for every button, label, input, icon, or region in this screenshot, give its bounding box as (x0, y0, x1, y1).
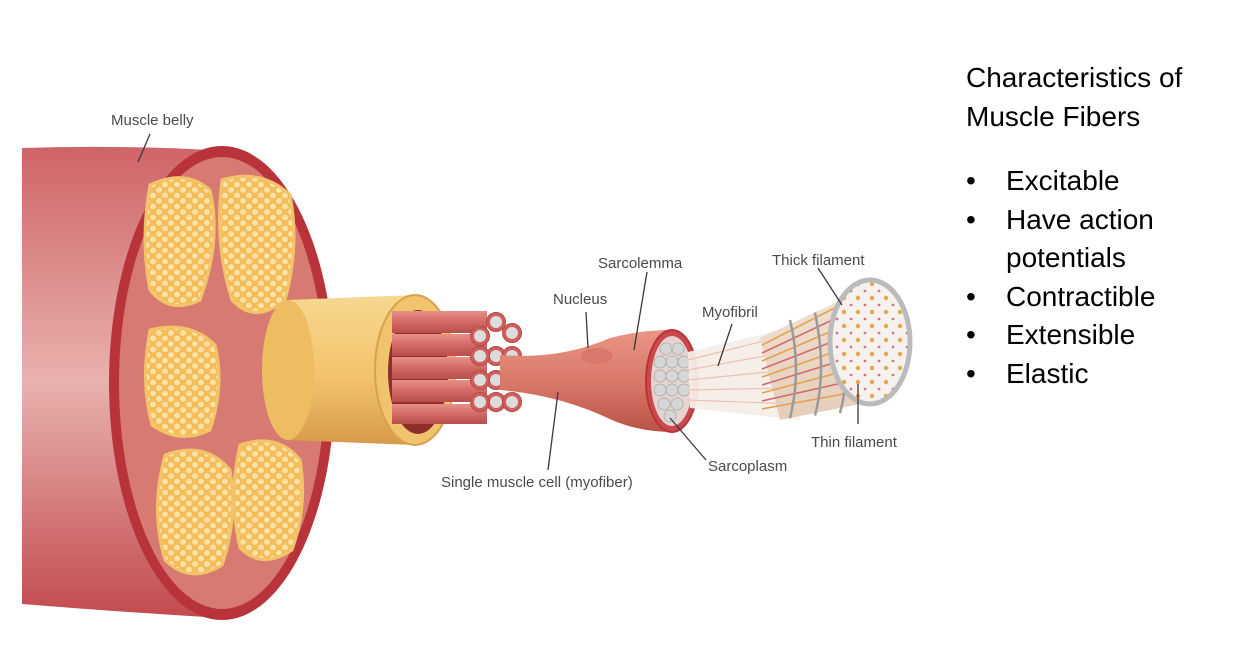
muscle-structure-diagram: Muscle belly Sarcolemma Nucleus Myofibri… (22, 112, 913, 620)
leader-sarcoplasm (669, 417, 707, 461)
fiber-core (490, 350, 502, 362)
diagram-labels: Muscle belly Sarcolemma Nucleus Myofibri… (111, 112, 898, 491)
leader-myofibril (717, 323, 733, 367)
muscle-fiber (392, 311, 487, 333)
single-muscle-cell (500, 329, 699, 433)
fiber-core (490, 316, 502, 328)
muscle-fiber (392, 334, 487, 356)
muscle-fiber (392, 380, 487, 402)
leader-thick-filament (817, 267, 843, 306)
fiber-core (490, 396, 502, 408)
z-disc (813, 312, 823, 416)
characteristic-item: Excitable (966, 162, 1236, 201)
characteristics-list: ExcitableHave action potentialsContracti… (966, 162, 1236, 393)
myofibril-circle (663, 409, 677, 423)
fiber-core (474, 396, 486, 408)
label-myofibril: Myofibril (702, 304, 758, 321)
muscle-fiber (392, 404, 487, 424)
leader-sarcolemma (633, 271, 648, 351)
myofibril-circle (653, 383, 667, 397)
characteristic-item: Have action potentials (966, 201, 1236, 278)
characteristic-item: Contractible (966, 278, 1236, 317)
fiber-core (474, 350, 486, 362)
leader-muscle-belly (137, 133, 151, 163)
fiber-bundle (392, 311, 522, 424)
fiber-core (506, 327, 518, 339)
label-thick-filament: Thick filament (772, 252, 865, 269)
characteristic-item: Extensible (966, 316, 1236, 355)
muscle-belly (22, 146, 335, 620)
label-single-muscle-cell: Single muscle cell (myofiber) (441, 474, 633, 491)
myofibril-circle (665, 355, 679, 369)
filament-face (827, 277, 913, 407)
filament-cone (760, 277, 913, 420)
characteristics-panel: Characteristics of Muscle Fibers Excitab… (966, 58, 1236, 393)
myofibril-circle (653, 355, 667, 369)
muscle-fiber (392, 357, 487, 379)
label-nucleus: Nucleus (553, 291, 607, 308)
label-sarcolemma: Sarcolemma (598, 255, 683, 272)
myofibril-circle (659, 342, 673, 356)
panel-title: Characteristics of Muscle Fibers (966, 62, 1183, 132)
fiber-core (474, 374, 486, 386)
fiber-core (490, 374, 502, 386)
z-disc (788, 319, 798, 419)
fascicle-group (143, 174, 305, 576)
label-muscle-belly: Muscle belly (111, 112, 194, 129)
myofibril-circle (657, 397, 671, 411)
fiber-core (474, 330, 486, 342)
nucleus-bump (581, 348, 613, 364)
leader-nucleus (585, 311, 589, 349)
myofibril-circle (671, 342, 685, 356)
label-thin-filament: Thin filament (811, 434, 898, 451)
myofibril-circle (665, 383, 679, 397)
label-sarcoplasm: Sarcoplasm (708, 458, 787, 475)
leader-lines (137, 133, 859, 471)
fiber-core (506, 396, 518, 408)
leader-single-cell (547, 391, 559, 471)
myofibril-circle (677, 355, 691, 369)
myofibril-circle (653, 369, 667, 383)
myofibril-circle (670, 397, 684, 411)
myofibril-circle (665, 369, 679, 383)
characteristic-item: Elastic (966, 355, 1236, 394)
